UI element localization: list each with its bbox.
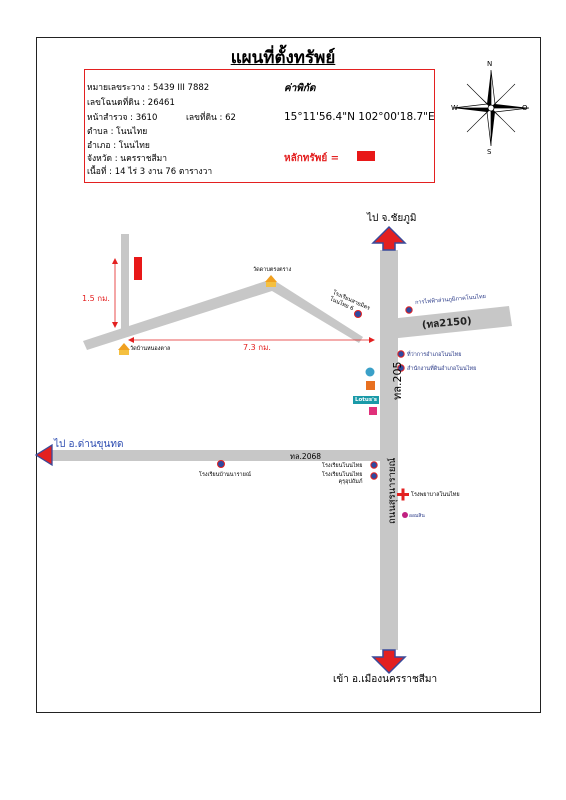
coordinates-heading: ค่าพิกัด — [284, 83, 316, 94]
subdistrict: ตำบล : โนนไทย — [87, 127, 148, 137]
compass-e: O — [522, 104, 528, 112]
legend-swatch — [357, 151, 375, 161]
school-icon — [217, 460, 225, 468]
direction-north-label: ไป จ.ชัยภูมิ — [367, 213, 417, 224]
school-2-label: โรงเรียนบ้านนารายณ์ — [199, 472, 251, 478]
area: เนื้อที่ : 14 ไร่ 3 งาน 76 ตารางวา — [87, 167, 213, 177]
arrow-south-icon — [371, 649, 407, 675]
landmark-markers — [118, 275, 413, 518]
bank-icon — [402, 512, 408, 518]
direction-arrows — [34, 225, 407, 675]
compass-n: N — [487, 60, 493, 68]
map-title: แผนที่ตั้งทรัพย์ — [230, 48, 336, 68]
office-icon — [397, 350, 405, 358]
compass-s: S — [487, 148, 492, 156]
hospital-label: โรงพยาบาลโนนไทย — [411, 492, 460, 498]
arrow-west-icon — [34, 443, 53, 467]
roads — [50, 234, 512, 650]
gas-station-icon — [365, 367, 375, 377]
district: อำเภอ : โนนไทย — [87, 141, 150, 151]
route-2068-label: ทล.2068 — [290, 452, 322, 461]
page-survey: หน้าสำรวจ : 3610 — [87, 113, 158, 123]
school-icon — [354, 310, 362, 318]
lotus-label: Lotus's — [353, 396, 380, 404]
parcel-number: เลขที่ดิน : 62 — [186, 113, 236, 123]
map-frame — [36, 37, 541, 713]
hospital-icon — [397, 488, 409, 501]
road-temple — [83, 279, 363, 350]
suranarai-road-label: ถนนสุรนารายณ์ — [387, 457, 398, 524]
compass-w: W — [451, 104, 458, 112]
distance-horizontal-label: 7.3 กม. — [243, 343, 271, 352]
school-3-label: โรงเรียนโนนไทย — [322, 463, 363, 469]
temple-2-label: วัดบ้านหนองตาล — [130, 346, 171, 352]
temple-1-label: วัดดาบตรงตราง — [253, 267, 292, 273]
road-2068 — [50, 450, 381, 461]
property-marker — [134, 257, 142, 280]
route-205-label: ทล.205 — [391, 361, 404, 400]
school-icon — [370, 472, 378, 480]
parcel-info-box — [84, 69, 435, 183]
bank-label: ออมสิน — [409, 513, 425, 519]
compass-icon — [452, 69, 530, 147]
road-205 — [380, 250, 398, 650]
legend-label: หลักทรัพย์ = — [284, 153, 340, 164]
direction-south-label: เข้า อ.เมืองนครราชสีมา — [333, 674, 438, 685]
province: จังหวัด : นครราชสีมา — [87, 154, 168, 164]
temple-icon — [118, 343, 130, 355]
distance-vertical-label: 1.5 กม. — [82, 294, 110, 303]
land-office-label: สำนักงานที่ดินอำเภอโนนไทย — [407, 366, 477, 372]
office-icon — [397, 364, 405, 372]
shop-icon — [369, 407, 377, 415]
office-icon — [405, 306, 413, 314]
temple-icon — [265, 275, 277, 287]
survey-sheet: หมายเลขระวาง : 5439 III 7882 — [87, 83, 210, 93]
district-office-label: ที่ว่าการอำเภอโนนไทย — [407, 352, 462, 358]
road-north-spur — [121, 234, 129, 329]
distance-indicators — [112, 258, 375, 343]
convenience-store-icon — [366, 381, 375, 390]
coordinates-value: 15°11'56.4"N 102°00'18.7"E — [284, 111, 435, 123]
school-4-label: โรงเรียนโนนไทย คุรุอุปถัมภ์ — [322, 472, 363, 485]
school-icon — [370, 461, 378, 469]
land-number: เลขโฉนดที่ดิน : 26461 — [87, 98, 175, 108]
direction-west-label: ไป อ.ด่านขุนทด — [54, 439, 124, 450]
arrow-north-icon — [371, 225, 407, 251]
road-2150 — [389, 306, 512, 339]
